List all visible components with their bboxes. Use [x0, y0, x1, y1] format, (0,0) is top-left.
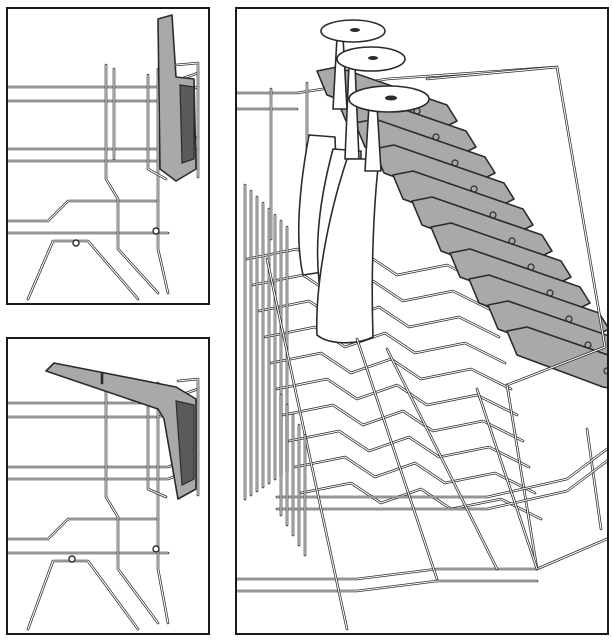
floor-wire	[282, 404, 524, 442]
floor-wire	[258, 300, 500, 338]
floor-wire	[294, 456, 536, 494]
detail-panel-tine-raised	[6, 7, 210, 305]
tine	[506, 326, 607, 389]
rack-with-glasses-illustration	[237, 19, 607, 631]
rack-posts	[26, 63, 170, 301]
main-rack-view	[235, 7, 609, 635]
floor-wire	[300, 482, 542, 520]
rack-detail-raised-illustration	[8, 14, 200, 301]
folding-tines	[316, 66, 607, 389]
wine-glasses	[297, 19, 430, 344]
tine-hole	[603, 367, 607, 375]
rack-posts	[26, 377, 170, 631]
rack-detail-folded-illustration	[8, 362, 200, 631]
rack-front-posts	[279, 393, 307, 557]
floor-wire	[276, 378, 518, 416]
folding-tine-raised	[157, 14, 200, 182]
detail-panel-tine-folded	[6, 337, 210, 635]
wine-glass-front	[315, 85, 430, 344]
floor-wire	[264, 326, 506, 364]
folding-tine-folded	[45, 362, 200, 500]
floor-wire	[288, 430, 530, 468]
rack-front-rods	[265, 257, 539, 631]
